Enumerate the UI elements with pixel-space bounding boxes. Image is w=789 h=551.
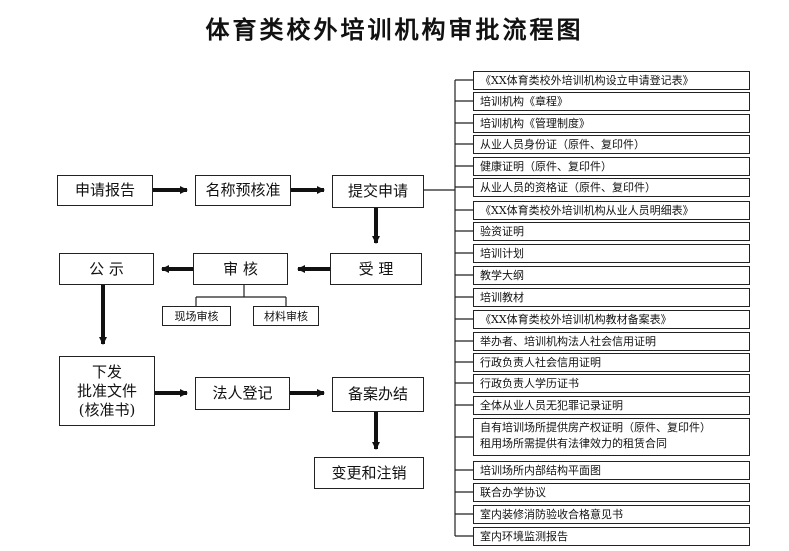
doc-item: 《XX体育类校外培训机构教材备案表》	[473, 310, 750, 329]
doc-item: 培训场所内部结构平面图	[473, 461, 750, 480]
node-submit-application: 提交申请	[332, 175, 424, 208]
page-title: 体育类校外培训机构审批流程图	[205, 15, 584, 44]
doc-item-line: 自有培训场所提供房产权证明（原件、复印件）	[480, 421, 711, 434]
doc-item: 验资证明	[473, 222, 750, 241]
doc-item: 行政负责人学历证书	[473, 374, 750, 393]
doc-item: 培训教材	[473, 288, 750, 307]
doc-item: 室内装修消防验收合格意见书	[473, 505, 750, 524]
doc-item: 培训计划	[473, 244, 750, 263]
doc-item: 全体从业人员无犯罪记录证明	[473, 396, 750, 415]
doc-item: 室内环境监测报告	[473, 527, 750, 546]
doc-item: 联合办学协议	[473, 483, 750, 502]
doc-item-line: 租用场所需提供有法律效力的租赁合同	[480, 437, 667, 450]
doc-item: 举办者、培训机构法人社会信用证明	[473, 332, 750, 351]
doc-item: 行政负责人社会信用证明	[473, 353, 750, 372]
node-accept: 受 理	[330, 253, 422, 285]
node-change-cancel: 变更和注销	[314, 457, 424, 489]
doc-item: 从业人员身份证（原件、复印件）	[473, 135, 750, 154]
issue-line-3: (核准书)	[78, 400, 136, 419]
node-review: 审 核	[193, 253, 288, 285]
node-name-precheck: 名称预核准	[195, 175, 291, 206]
node-issue-approval: 下发 批准文件 (核准书)	[59, 356, 155, 426]
node-legal-registration: 法人登记	[195, 377, 290, 410]
node-site-review: 现场审核	[162, 306, 231, 326]
node-publicity: 公 示	[59, 253, 154, 285]
node-filing: 备案办结	[332, 377, 424, 412]
doc-item: 《XX体育类校外培训机构设立申请登记表》	[473, 71, 750, 90]
doc-item: 教学大纲	[473, 266, 750, 285]
doc-item: 健康证明（原件、复印件）	[473, 157, 750, 176]
issue-line-1: 下发	[91, 362, 122, 381]
doc-item: 培训机构《章程》	[473, 92, 750, 111]
doc-item-property: 自有培训场所提供房产权证明（原件、复印件） 租用场所需提供有法律效力的租赁合同	[473, 418, 750, 456]
doc-item: 培训机构《管理制度》	[473, 114, 750, 133]
issue-line-2: 批准文件	[76, 381, 137, 400]
node-apply-report: 申请报告	[57, 175, 153, 206]
node-material-review: 材料审核	[253, 306, 319, 326]
doc-item: 从业人员的资格证（原件、复印件）	[473, 178, 750, 197]
doc-item: 《XX体育类校外培训机构从业人员明细表》	[473, 201, 750, 220]
